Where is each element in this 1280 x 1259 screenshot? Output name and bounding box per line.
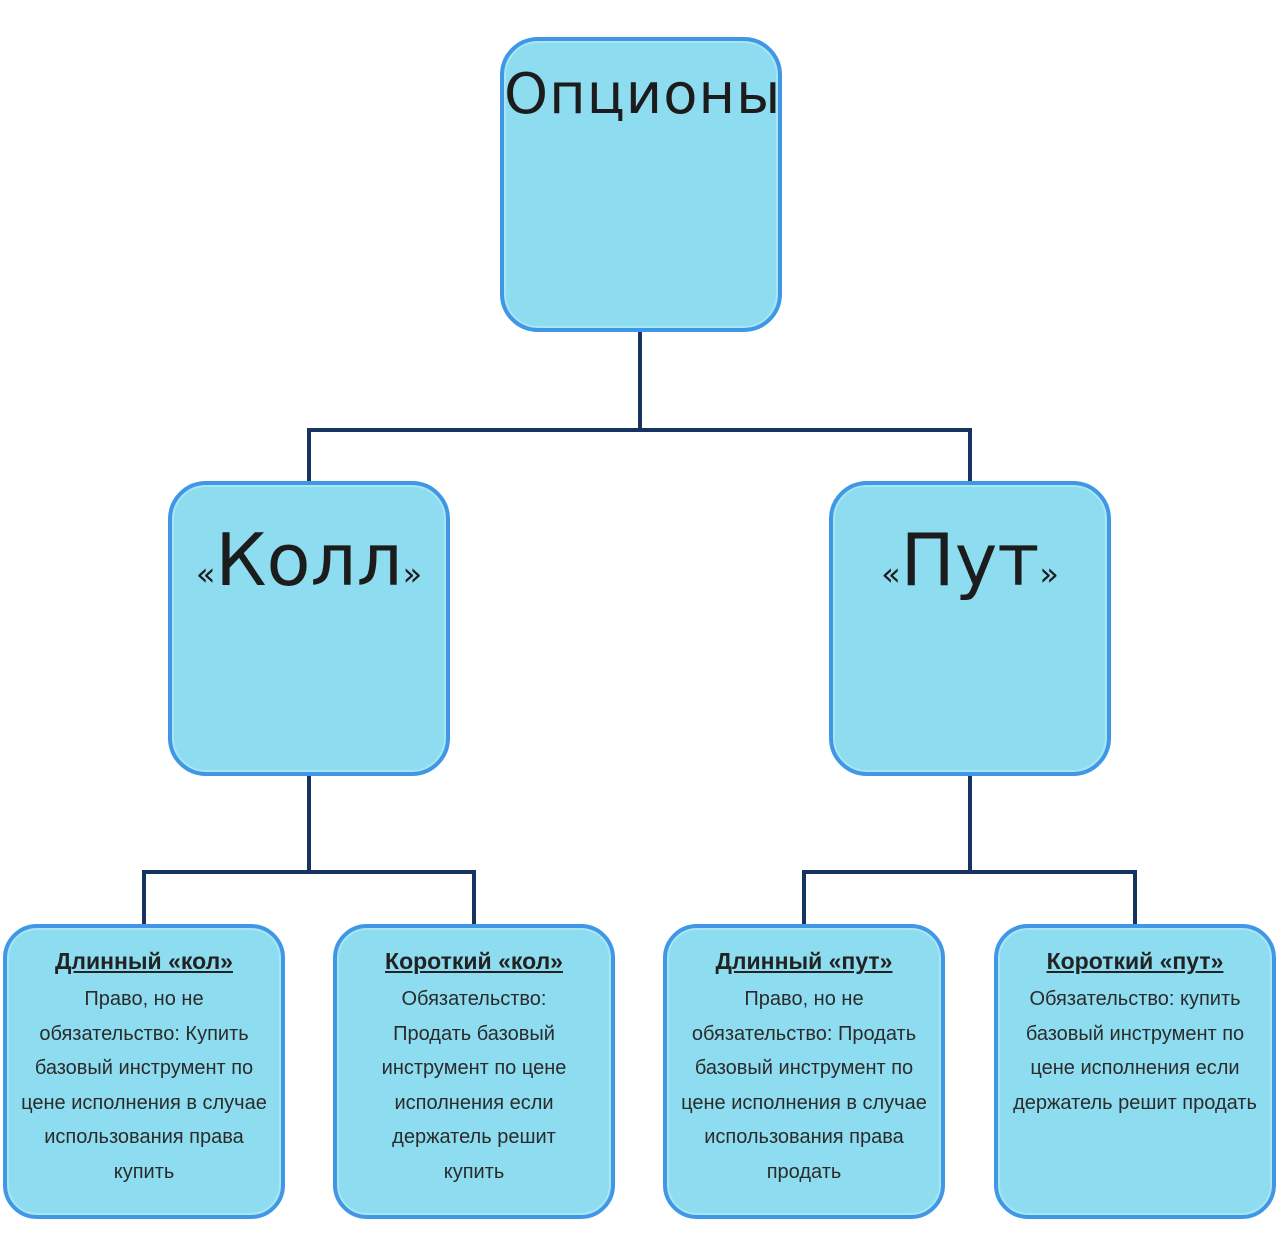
long-call-text: Право, но не обязательство: Купить базов… [21,988,267,1183]
put-close-quote: » [1039,555,1059,593]
long-put-node: Длинный «пут» Право, но не обязательство… [663,924,945,1219]
call-open-quote: « [195,555,216,593]
options-root-node: Опционы [500,37,782,332]
connector-put-to-leaves [802,774,1137,926]
options-root-label: Опционы [504,62,782,127]
short-call-node: Короткий «кол» Обязательство: Продать ба… [333,924,615,1219]
short-put-text: Обязательство: купить базовый инструмент… [1013,988,1257,1114]
short-call-text: Обязательство: Продать базовый инструмен… [381,988,567,1183]
put-option-title: «Пут» [833,507,1107,617]
short-put-node: Короткий «пут» Обязательство: купить баз… [994,924,1276,1219]
call-option-node: «Колл» [168,481,450,776]
connector-root-to-branches [307,330,972,482]
long-put-text: Право, но не обязательство: Продать базо… [681,988,927,1183]
call-option-label: Колл [215,518,403,602]
connector-call-to-leaves [142,774,476,926]
call-option-title: «Колл» [172,507,446,617]
put-open-quote: « [881,555,901,593]
call-close-quote: » [402,555,423,593]
put-option-node: «Пут» [829,481,1111,776]
short-call-title: Короткий «кол» [385,948,563,974]
put-option-label: Пут [900,518,1040,602]
long-put-title: Длинный «пут» [715,948,893,974]
short-put-title: Короткий «пут» [1046,948,1224,974]
long-call-title: Длинный «кол» [55,948,233,974]
long-call-node: Длинный «кол» Право, но не обязательство… [3,924,285,1219]
